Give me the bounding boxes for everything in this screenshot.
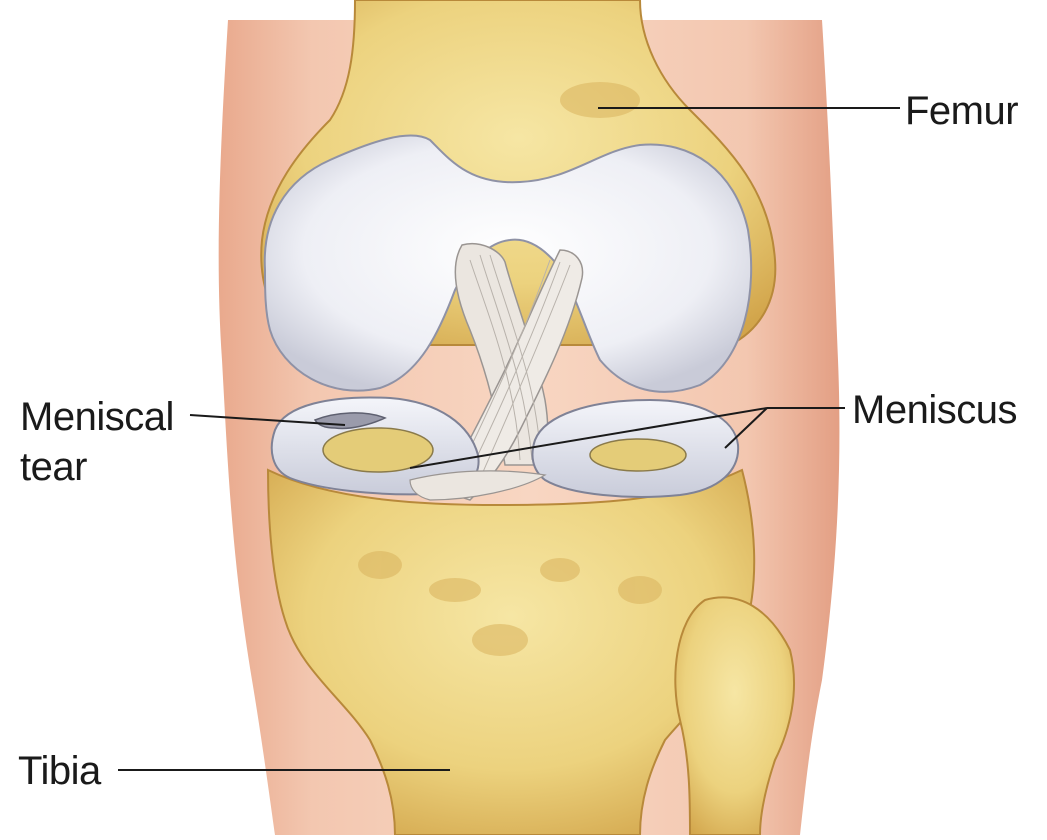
meniscal-tear-label-line1: Meniscal: [20, 394, 174, 440]
meniscus-label: Meniscus: [852, 387, 1017, 433]
meniscus-left-inner: [323, 428, 433, 472]
meniscal-tear-label-line2: tear: [20, 444, 87, 490]
femur-label: Femur: [905, 88, 1018, 134]
meniscus-right-inner: [590, 439, 686, 471]
tibia-label: Tibia: [18, 748, 101, 794]
